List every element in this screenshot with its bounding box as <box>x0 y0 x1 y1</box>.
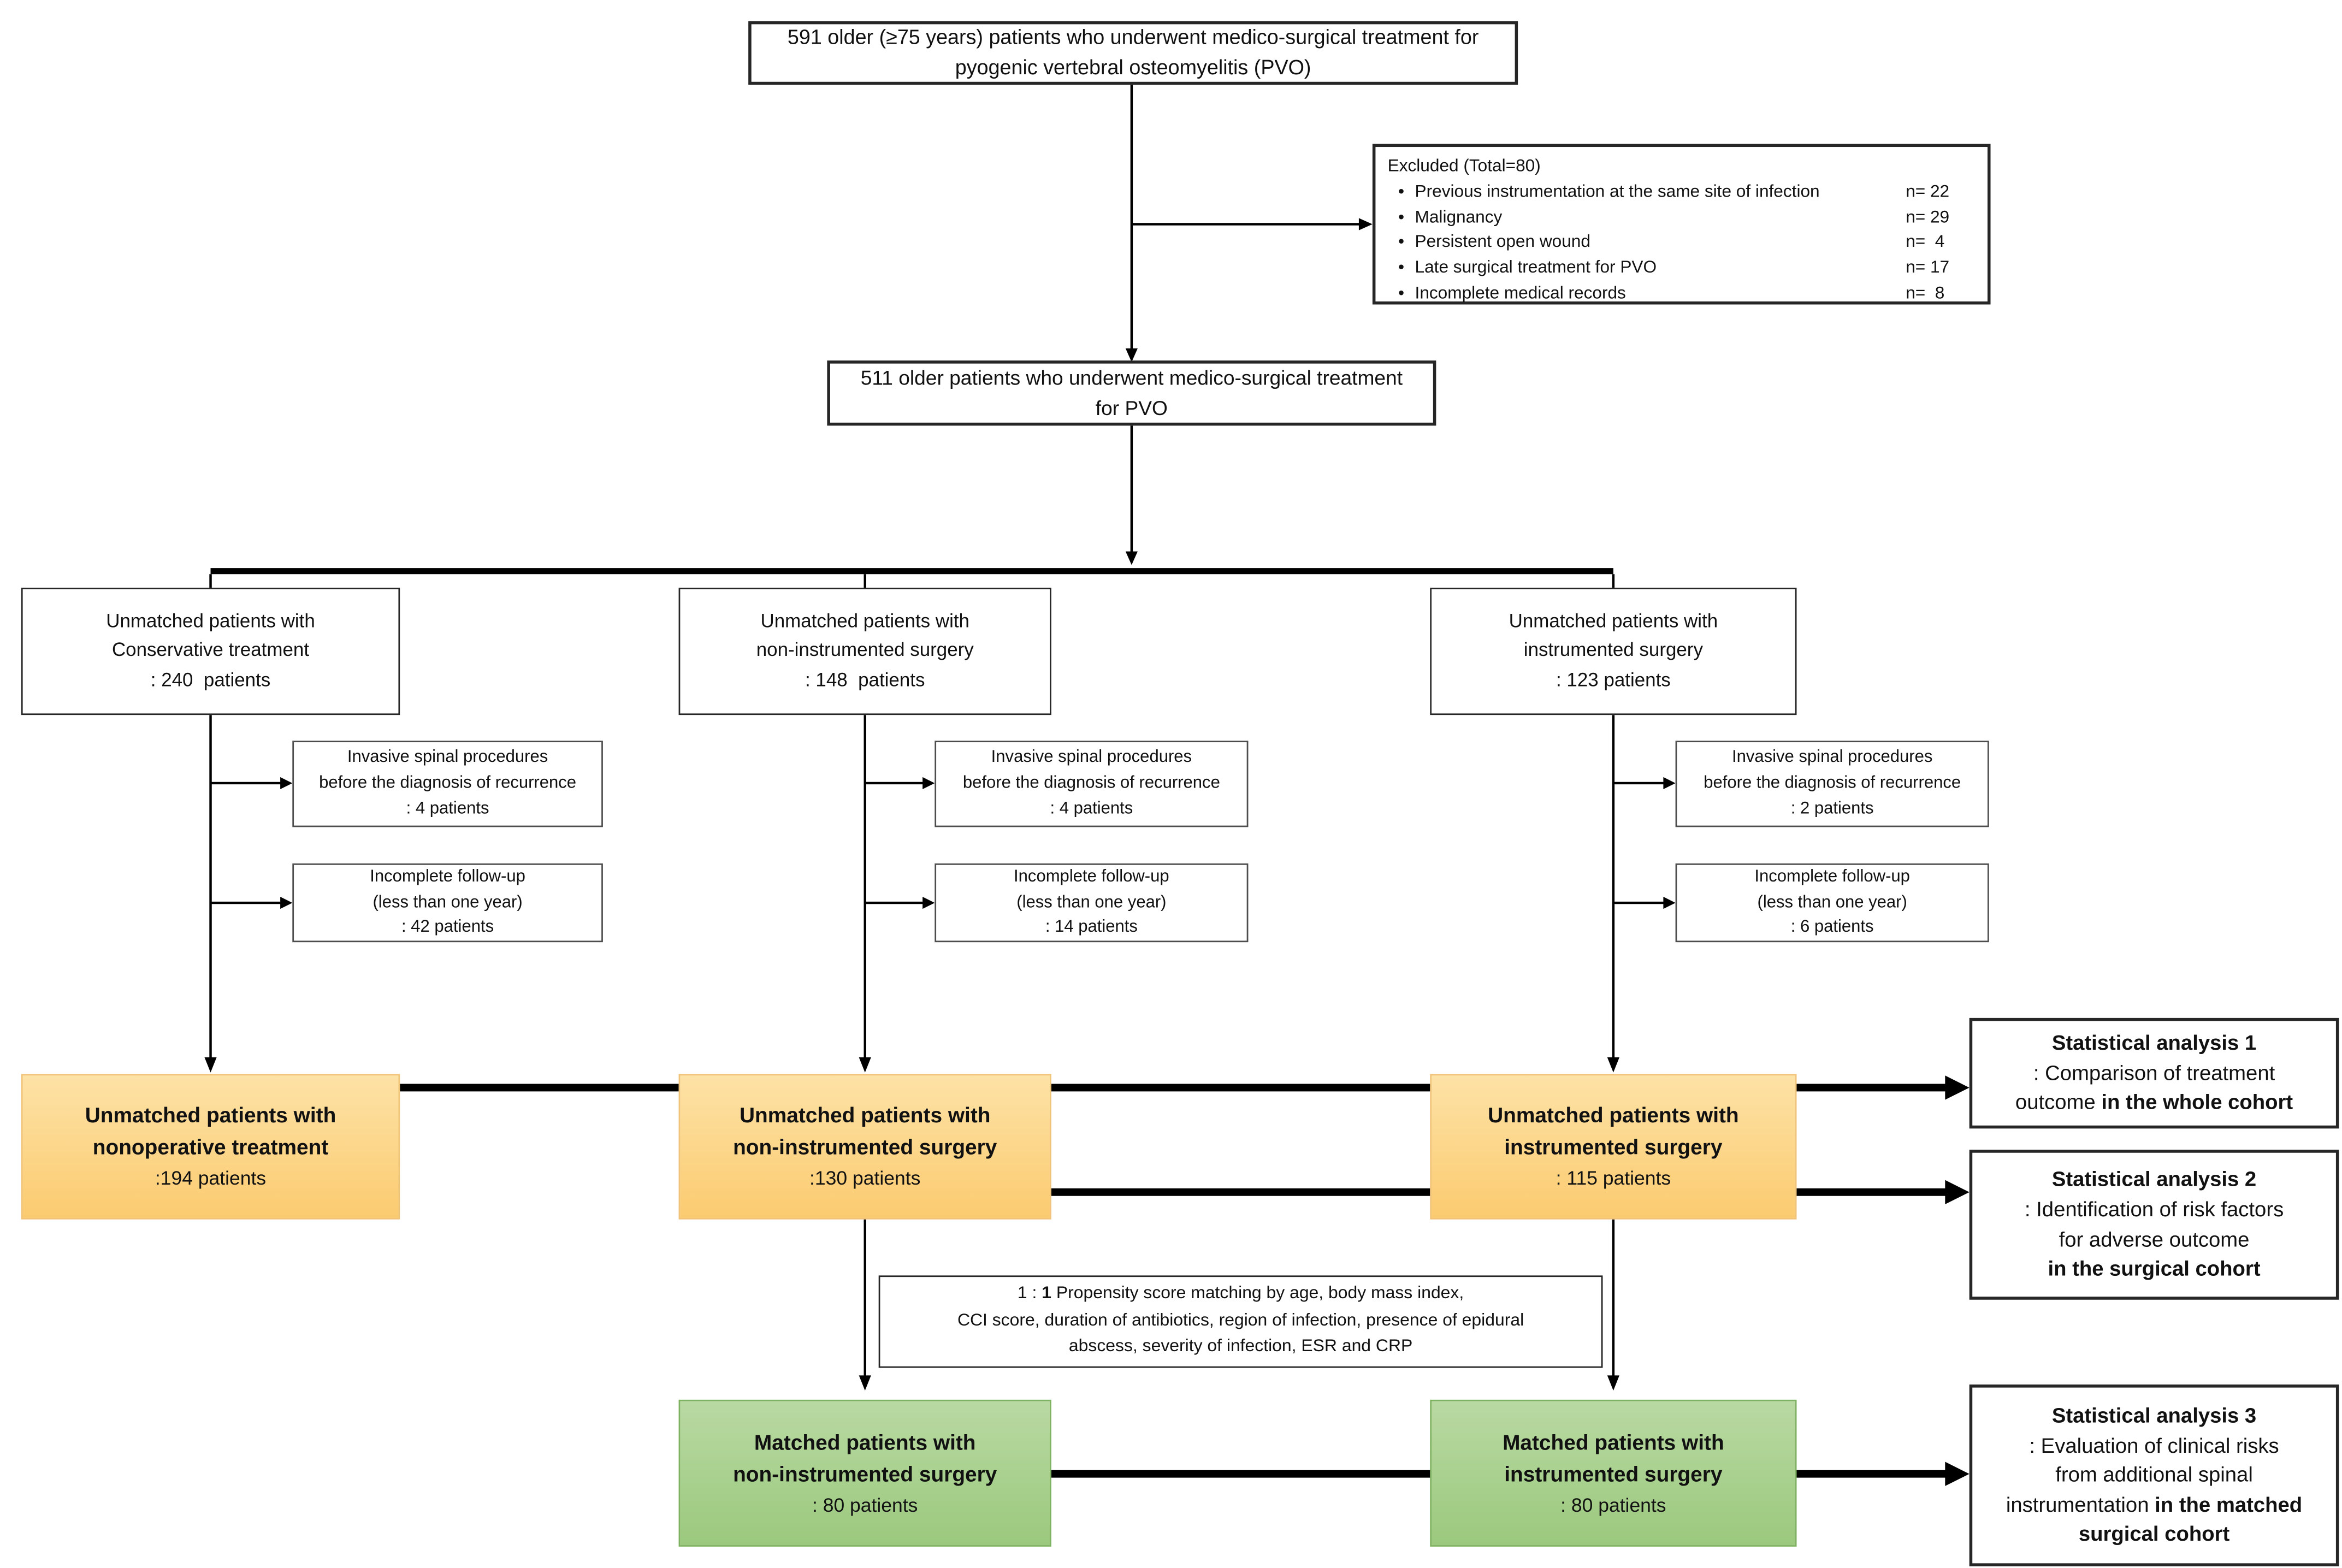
invasive-procedures-box-noninstrumented: Invasive spinal procedures before the di… <box>935 741 1249 827</box>
unmatched-noninstrumented-box: Unmatched patients with non-instrumented… <box>678 588 1051 715</box>
incomplete-followup-box-instrumented: Incomplete follow-up (less than one year… <box>1675 863 1989 943</box>
propensity-line1: 1 : 1 Propensity score matching by age, … <box>1017 1284 1464 1303</box>
excluded-header: Excluded (Total=80) <box>1387 157 1541 176</box>
bullet-icon: • <box>1398 284 1405 303</box>
incomplete-followup-box-noninstrumented: Incomplete follow-up (less than one year… <box>935 863 1249 943</box>
eligible-box: 511 older patients who underwent medico-… <box>827 360 1436 426</box>
enrollment-line2: pyogenic vertebral osteomyelitis (PVO) <box>955 56 1311 79</box>
excluded-item: • Malignancy n= 29 <box>1388 205 1973 231</box>
outcome-noninstrumented-box: Unmatched patients with non-instrumented… <box>678 1074 1051 1220</box>
bullet-icon: • <box>1398 182 1405 202</box>
enrollment-box: 591 older (≥75 years) patients who under… <box>748 21 1518 85</box>
excluded-item: • Persistent open wound n= 4 <box>1388 230 1973 256</box>
unmatched-instrumented-box: Unmatched patients with instrumented sur… <box>1430 588 1797 715</box>
propensity-matching-box: 1 : 1 Propensity score matching by age, … <box>878 1275 1603 1368</box>
excluded-item: • Late surgical treatment for PVO n= 17 <box>1388 256 1973 282</box>
invasive-procedures-box-conservative: Invasive spinal procedures before the di… <box>292 741 603 827</box>
invasive-procedures-box-instrumented: Invasive spinal procedures before the di… <box>1675 741 1989 827</box>
statistical-analysis-3-box: Statistical analysis 3 : Evaluation of c… <box>1969 1384 2339 1566</box>
unmatched-conservative-box: Unmatched patients with Conservative tre… <box>21 588 400 715</box>
outcome-nonoperative-box: Unmatched patients with nonoperative tre… <box>21 1074 400 1220</box>
statistical-analysis-2-box: Statistical analysis 2 : Identification … <box>1969 1150 2339 1300</box>
excluded-box: Excluded (Total=80) • Previous instrumen… <box>1372 144 1991 307</box>
incomplete-followup-box-conservative: Incomplete follow-up (less than one year… <box>292 863 603 943</box>
matched-noninstrumented-box: Matched patients with non-instrumented s… <box>678 1399 1051 1547</box>
statistical-analysis-1-box: Statistical analysis 1 : Comparison of t… <box>1969 1017 2339 1129</box>
outcome-instrumented-box: Unmatched patients with instrumented sur… <box>1430 1074 1797 1220</box>
bullet-icon: • <box>1398 259 1405 277</box>
excluded-item: • Incomplete medical records n= 8 <box>1388 281 1973 307</box>
excluded-item: • Previous instrumentation at the same s… <box>1388 180 1973 205</box>
matched-instrumented-box: Matched patients with instrumented surge… <box>1430 1399 1797 1547</box>
bullet-icon: • <box>1398 233 1405 252</box>
enrollment-line1: 591 older (≥75 years) patients who under… <box>787 26 1479 49</box>
bullet-icon: • <box>1398 208 1405 227</box>
